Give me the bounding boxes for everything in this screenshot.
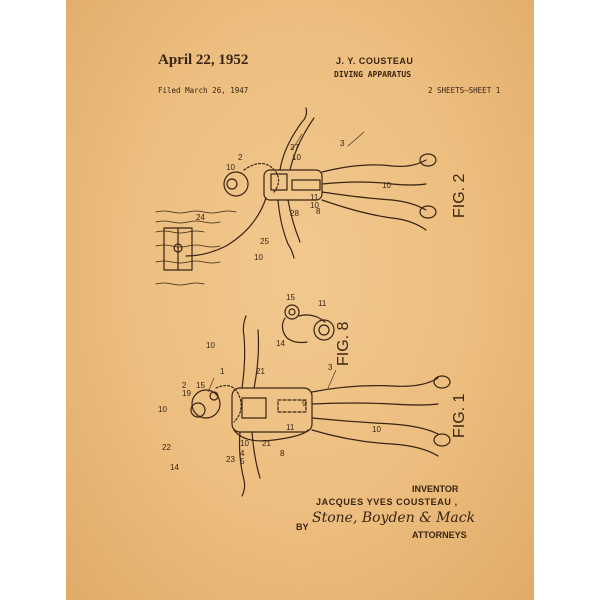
ref-num: 10 — [226, 163, 235, 172]
ref-num: 22 — [162, 443, 171, 452]
ref-num: 21 — [256, 367, 265, 376]
fig1-mask — [191, 389, 221, 419]
ref-num: 9 — [302, 399, 307, 408]
ref-num: 10 — [206, 341, 215, 350]
fig2-mask — [223, 171, 249, 197]
by-label: BY — [296, 522, 309, 532]
ref-num: 8 — [316, 207, 321, 216]
fig1-torso — [231, 387, 313, 433]
filed-date: Filed March 26, 1947 — [158, 86, 249, 95]
ref-num: 1 — [220, 367, 225, 376]
fig1-drawing — [190, 315, 451, 497]
ref-num: 10 — [292, 153, 301, 162]
ref-num: 4 — [240, 449, 245, 458]
fig2-label: FIG. 2 — [451, 173, 468, 218]
ref-num: 23 — [226, 455, 235, 464]
fig2-drawing — [155, 107, 437, 286]
ref-num: 3 — [340, 139, 345, 148]
fig8-label: FIG. 8 — [335, 321, 352, 366]
patent-title: DIVING APPARATUS — [334, 70, 412, 79]
patent-date: April 22, 1952 — [158, 52, 249, 68]
inventor-label: INVENTOR — [412, 484, 459, 494]
fig1-label: FIG. 1 — [451, 393, 468, 438]
ref-num: 10 — [158, 405, 167, 414]
ref-num: 28 — [290, 209, 299, 218]
reference-numbers: 27 2 10 10 3 11 10 28 10 8 24 25 10 15 1… — [158, 139, 391, 472]
ref-num: 8 — [280, 449, 285, 458]
patent-sheet: April 22, 1952 J. Y. COUSTEAU DIVING APP… — [66, 0, 534, 600]
ref-num: 11 — [310, 193, 319, 202]
ref-num: 11 — [286, 423, 295, 432]
ref-num: 15 — [196, 381, 205, 390]
sheet-count: 2 SHEETS—SHEET 1 — [428, 86, 501, 95]
ref-num: 2 — [238, 153, 243, 162]
ref-num: 15 — [286, 293, 295, 302]
ref-num: 5 — [240, 457, 245, 466]
ref-num: 25 — [260, 237, 269, 246]
fig2-torso — [263, 169, 323, 201]
ref-num: 21 — [262, 439, 271, 448]
ref-num: 14 — [170, 463, 179, 472]
ref-num: 27 — [290, 143, 299, 152]
ref-num: 10 — [240, 439, 249, 448]
patent-drawings: FIG. 2 FIG. 8 FIG. 1 27 2 10 10 3 11 10 … — [155, 107, 468, 497]
inventor-full-name: JACQUES YVES COUSTEAU , — [316, 497, 458, 507]
ref-num: 14 — [276, 339, 285, 348]
ref-num: 2 — [182, 381, 187, 390]
ref-num: 11 — [318, 299, 327, 308]
fig8-drawing — [281, 304, 335, 344]
ref-num: 10 — [382, 181, 391, 190]
ref-num: 10 — [372, 425, 381, 434]
inventor-short-name: J. Y. COUSTEAU — [336, 56, 414, 66]
ref-num: 24 — [196, 213, 205, 222]
ref-num: 3 — [328, 363, 333, 372]
ref-num: 10 — [310, 201, 319, 210]
ref-num: 10 — [254, 253, 263, 262]
attorney-signature: Stone, Boyden & Mack — [312, 510, 476, 526]
attorneys-label: ATTORNEYS — [412, 530, 467, 540]
ref-num: 19 — [182, 389, 191, 398]
